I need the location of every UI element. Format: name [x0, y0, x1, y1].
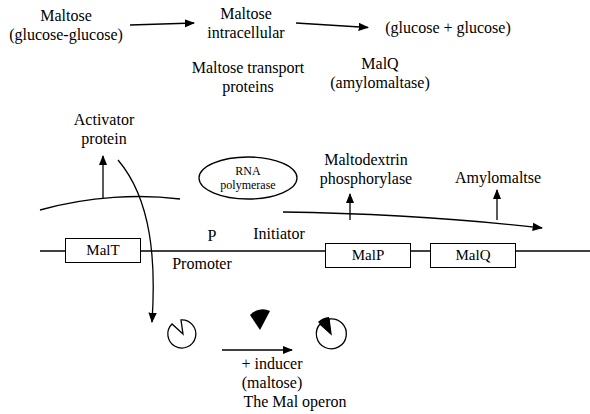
node-text: Maltose (glucose-glucose) [4, 6, 128, 44]
node-text: MalP [352, 246, 385, 265]
node-text: MalT [86, 241, 119, 260]
annotation-label: Promoter [164, 254, 240, 273]
up-arrow [349, 194, 350, 220]
ellipse-shape [199, 157, 297, 199]
annotation-label: P [202, 226, 222, 245]
node-text: RNA polymerase [212, 164, 284, 192]
malt-transcript [40, 197, 180, 210]
flow-arrow [130, 23, 194, 25]
text-node: (glucose + glucose) [372, 18, 524, 37]
figure-caption: The Mal operon [195, 392, 395, 411]
node-text: (glucose + glucose) [385, 18, 510, 37]
inducer-symbol [318, 317, 331, 334]
up-arrow [496, 190, 497, 220]
text-node: Maltose (glucose-glucose) [4, 6, 128, 44]
ellipse-node: RNA polymerase [198, 156, 298, 200]
text-node: Maltose intracellular [198, 4, 294, 42]
edge-label: Maltose transport proteins [190, 58, 306, 96]
activator-symbol [168, 320, 196, 348]
gene-box: MalP [325, 243, 411, 268]
gene-box: MalQ [430, 243, 516, 268]
inducer-symbol [250, 309, 270, 330]
node-text: MalQ [456, 246, 491, 265]
gene-box: MalT [65, 238, 141, 263]
up-arrow [102, 156, 103, 198]
operon-transcript [283, 212, 542, 228]
annotation-label: Activator protein [62, 110, 146, 148]
annotation-label: + inducer (maltose) [232, 354, 312, 392]
annotation-label: Maltodextrin phosphorylase [305, 150, 427, 188]
binding-arrow [222, 349, 292, 350]
annotation-label: Amylomaltse [452, 168, 544, 187]
edge-label: MalQ (amylomaltase) [330, 54, 430, 92]
annotation-label: Initiator [242, 224, 316, 243]
node-text: Maltose intracellular [198, 4, 294, 42]
flow-arrow [296, 23, 368, 28]
